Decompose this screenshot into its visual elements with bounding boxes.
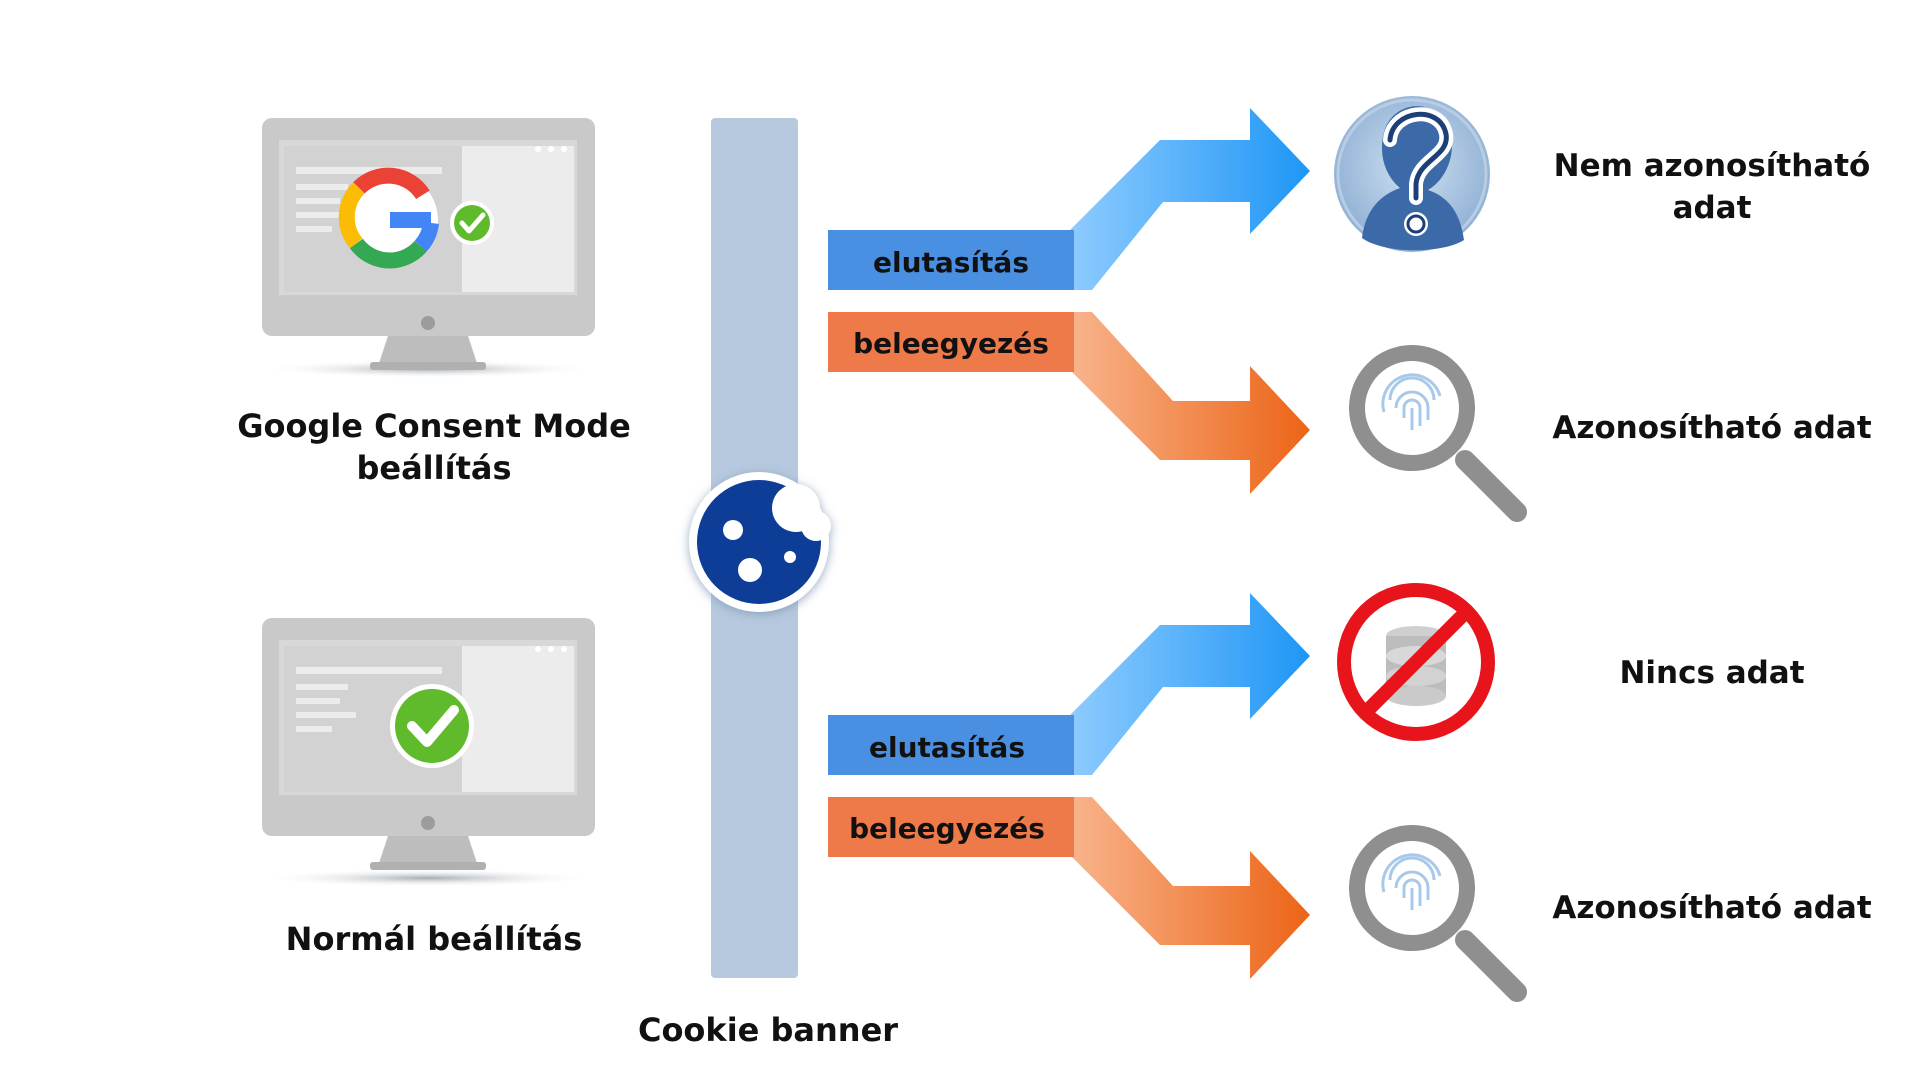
accept-arrow xyxy=(1070,312,1310,494)
outcome-gcm-accept: Azonosítható adat xyxy=(1552,410,1872,446)
normal-label: Normál beállítás xyxy=(286,920,583,958)
outcome-normal-reject: Nincs adat xyxy=(1619,655,1804,691)
accept-button-gcm xyxy=(828,312,1074,372)
check-icon xyxy=(390,684,474,768)
reject-button-normal xyxy=(828,715,1074,775)
accept-label-normal: beleegyezés xyxy=(849,812,1045,845)
fingerprint-magnifier-icon xyxy=(1349,345,1527,522)
anonymous-user-icon xyxy=(1334,96,1490,252)
gcm-label-line1: Google Consent Mode xyxy=(237,407,631,445)
reject-label-gcm: elutasítás xyxy=(873,246,1029,279)
gcm-label-line2: beállítás xyxy=(356,449,511,487)
cookie-banner-label: Cookie banner xyxy=(638,1011,898,1049)
accept-arrow xyxy=(1070,797,1310,979)
gcm-monitor-icon xyxy=(258,118,598,378)
reject-arrow xyxy=(1070,593,1310,775)
outcome-gcm-reject-line1: Nem azonosítható xyxy=(1554,148,1871,184)
fingerprint-magnifier-icon xyxy=(1349,825,1527,1002)
outcome-normal-accept: Azonosítható adat xyxy=(1552,890,1872,926)
reject-label-normal: elutasítás xyxy=(869,731,1025,764)
cookie-icon xyxy=(689,472,831,612)
reject-button-gcm xyxy=(828,230,1074,290)
accept-label-gcm: beleegyezés xyxy=(853,327,1049,360)
reject-arrow xyxy=(1070,108,1310,290)
accept-button-normal xyxy=(828,797,1074,857)
google-logo-icon xyxy=(338,167,439,269)
no-database-icon xyxy=(1337,583,1495,741)
outcome-gcm-reject-line2: adat xyxy=(1673,190,1752,226)
normal-monitor-icon xyxy=(258,618,598,887)
check-icon xyxy=(450,201,494,245)
